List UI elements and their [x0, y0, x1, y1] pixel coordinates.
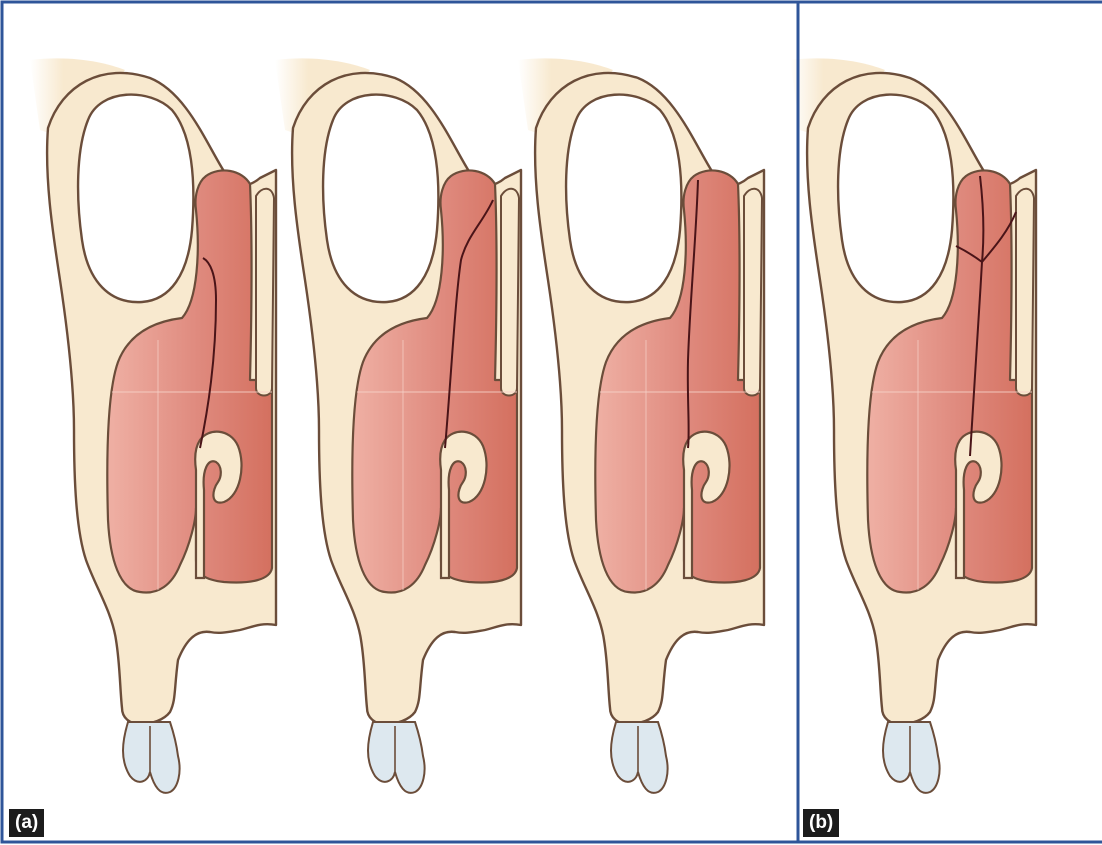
- panel-b-label: (b): [803, 809, 839, 837]
- illustration-b1: [790, 58, 1036, 793]
- illustration-a1: [30, 58, 276, 793]
- illustration-a2: [275, 58, 521, 793]
- illustration-a3: [518, 58, 764, 793]
- panel-a-label: (a): [9, 809, 44, 837]
